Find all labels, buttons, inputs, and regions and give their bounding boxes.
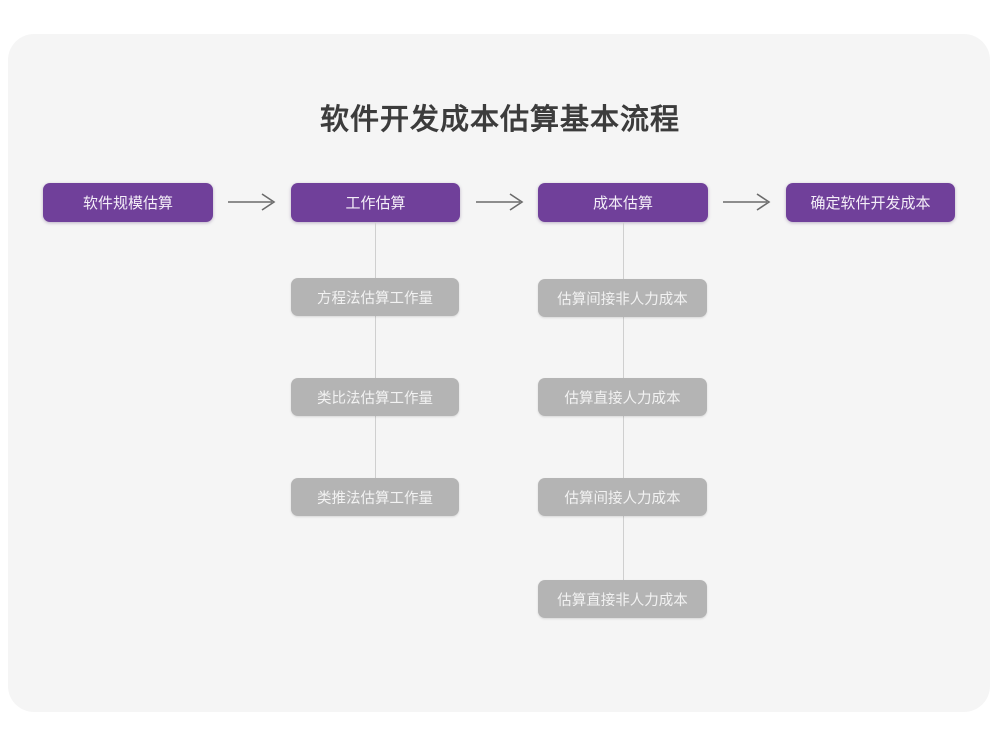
flow-node-step-4[interactable]: 确定软件开发成本: [786, 183, 955, 222]
branch-node-effort-3[interactable]: 类推法估算工作量: [291, 478, 459, 516]
arrow-right-icon-1: [228, 193, 276, 211]
branch-node-cost-3[interactable]: 估算间接人力成本: [538, 478, 707, 516]
connector-cost-2: [622, 416, 625, 478]
connector-cost-3: [622, 516, 625, 580]
arrow-right-icon-2: [476, 193, 524, 211]
branch-node-cost-4[interactable]: 估算直接非人力成本: [538, 580, 707, 618]
arrow-right-icon-3: [723, 193, 771, 211]
branch-node-cost-2[interactable]: 估算直接人力成本: [538, 378, 707, 416]
flow-node-step-1[interactable]: 软件规模估算: [43, 183, 213, 222]
branch-node-cost-1[interactable]: 估算间接非人力成本: [538, 279, 707, 317]
connector-effort-2: [374, 416, 377, 478]
diagram-card: [8, 34, 990, 712]
flow-node-step-3[interactable]: 成本估算: [538, 183, 708, 222]
page-title: 软件开发成本估算基本流程: [319, 104, 680, 136]
connector-cost-0: [622, 222, 625, 279]
connector-effort-1: [374, 316, 377, 378]
connector-effort-0: [374, 222, 377, 278]
branch-node-effort-2[interactable]: 类比法估算工作量: [291, 378, 459, 416]
branch-node-effort-1[interactable]: 方程法估算工作量: [291, 278, 459, 316]
connector-cost-1: [622, 317, 625, 378]
flow-node-step-2[interactable]: 工作估算: [291, 183, 460, 222]
